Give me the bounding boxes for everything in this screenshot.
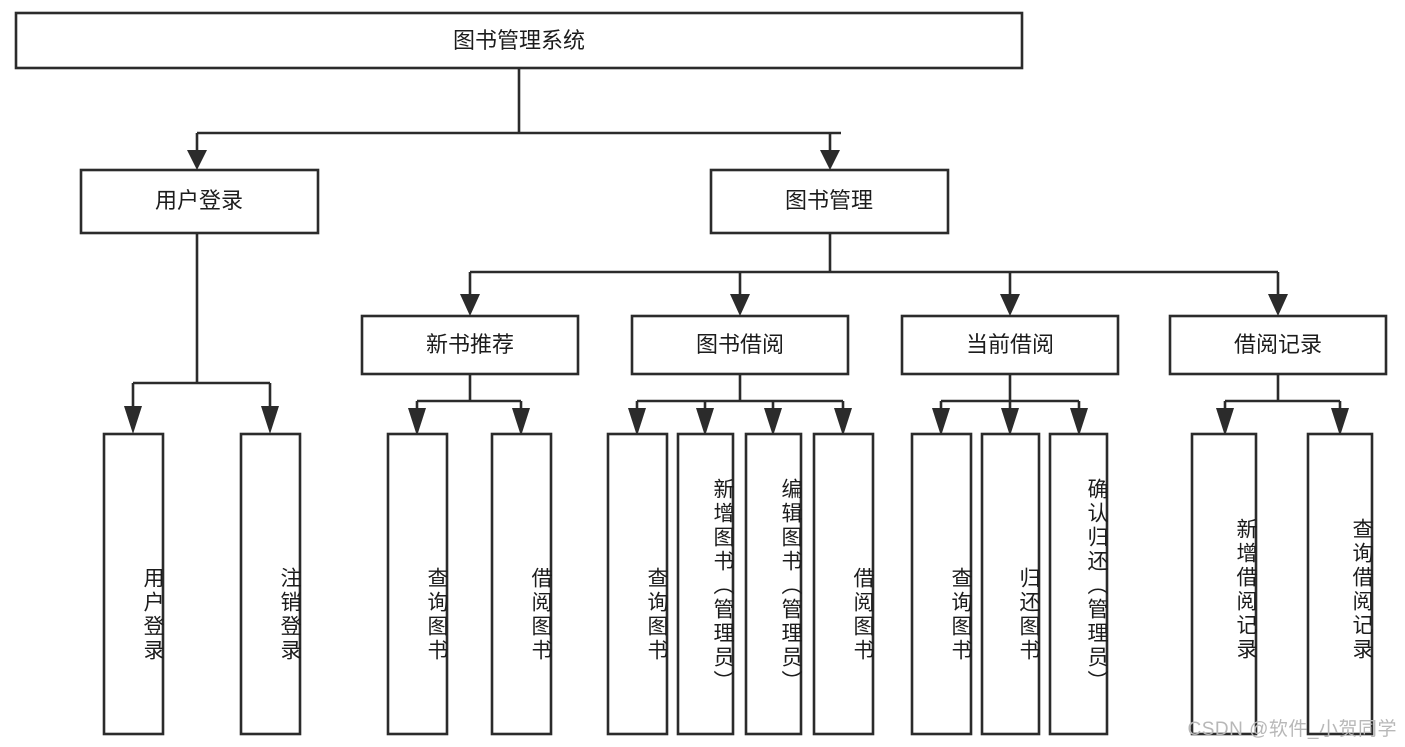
node-box-leaf-nb-query[interactable] <box>386 432 449 736</box>
watermark-text: CSDN @软件_小贺同学 <box>1187 719 1397 740</box>
node-box-leaf-bb-query[interactable] <box>606 432 669 736</box>
node-box-group <box>14 11 1388 736</box>
node-box-leaf-bb-borrow[interactable] <box>812 432 875 736</box>
node-box-leaf-cb-confirm[interactable] <box>1048 432 1109 736</box>
arrow-leaf-user-login <box>124 406 142 434</box>
node-box-book-borrow[interactable] <box>630 314 850 376</box>
node-box-current-borrow[interactable] <box>900 314 1120 376</box>
node-box-leaf-br-query[interactable] <box>1306 432 1374 736</box>
label-book-manage: 图书管理 <box>785 188 873 213</box>
arrow-current-borrow <box>1000 294 1020 316</box>
arrow-book-borrow <box>730 294 750 316</box>
node-box-leaf-cb-query[interactable] <box>910 432 973 736</box>
label-root: 图书管理系统 <box>453 28 585 53</box>
arrow-br-query <box>1331 408 1349 436</box>
arrow-br-add <box>1216 408 1234 436</box>
connector-group <box>124 68 1349 436</box>
arrow-user-login <box>187 150 207 170</box>
arrow-nb-query <box>408 408 426 436</box>
node-box-root[interactable] <box>14 11 1024 70</box>
arrow-cb-return <box>1001 408 1019 436</box>
arrow-cb-confirm <box>1070 408 1088 436</box>
node-box-new-book-recommend[interactable] <box>360 314 580 376</box>
node-box-leaf-user-login[interactable] <box>102 432 165 736</box>
node-box-leaf-cb-return[interactable] <box>980 432 1041 736</box>
arrow-bb-edit <box>764 408 782 436</box>
label-borrow-record: 借阅记录 <box>1234 332 1322 357</box>
horizontal-label-group: 图书管理系统 用户登录 图书管理 新书推荐 图书借阅 当前借阅 借阅记录 <box>155 28 1322 357</box>
node-box-leaf-logout[interactable] <box>239 432 302 736</box>
arrow-bb-borrow <box>834 408 852 436</box>
arrow-new-book <box>460 294 480 316</box>
node-box-borrow-record[interactable] <box>1168 314 1388 376</box>
arrow-bb-add <box>696 408 714 436</box>
label-current-borrow: 当前借阅 <box>966 332 1054 357</box>
arrow-book-manage <box>820 150 840 170</box>
arrow-nb-borrow <box>512 408 530 436</box>
label-user-login: 用户登录 <box>155 188 243 213</box>
label-new-book-recommend: 新书推荐 <box>426 332 514 357</box>
label-book-borrow: 图书借阅 <box>696 332 784 357</box>
node-box-leaf-bb-edit[interactable] <box>744 432 803 736</box>
node-box-leaf-nb-borrow[interactable] <box>490 432 553 736</box>
node-box-book-manage[interactable] <box>709 168 950 235</box>
arrow-bb-query <box>628 408 646 436</box>
node-box-leaf-bb-add[interactable] <box>676 432 735 736</box>
arrow-borrow-record <box>1268 294 1288 316</box>
node-box-user-login[interactable] <box>79 168 320 235</box>
arrow-cb-query <box>932 408 950 436</box>
arrow-leaf-logout <box>261 406 279 434</box>
node-box-leaf-br-add[interactable] <box>1190 432 1258 736</box>
